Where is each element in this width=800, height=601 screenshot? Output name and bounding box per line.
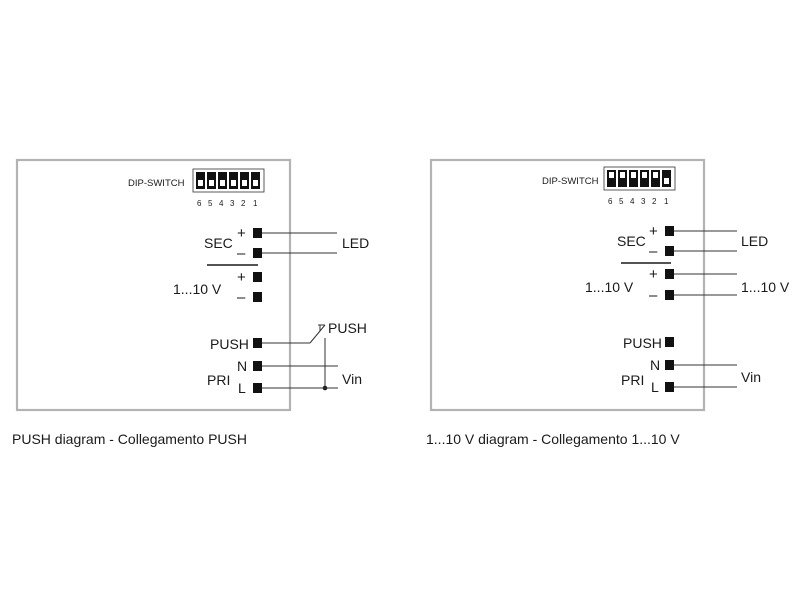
n-label: N <box>650 357 660 373</box>
terminal-sec-minus <box>253 248 262 258</box>
push-switch <box>262 324 328 391</box>
dip-number: 1 <box>664 197 669 206</box>
dimming-diagram: DIP-SWITCH 6 5 4 3 2 1 + SEC – <box>426 158 790 447</box>
terminal-l <box>253 383 262 393</box>
dip-number: 3 <box>641 197 646 206</box>
dip-switch <box>603 166 676 191</box>
pri-label: PRI <box>621 372 644 388</box>
dip-number: 2 <box>241 199 246 208</box>
dip-number: 4 <box>219 199 224 208</box>
dip-number: 6 <box>197 199 202 208</box>
caption: 1...10 V diagram - Collegamento 1...10 V <box>426 431 680 447</box>
sec-label: SEC <box>204 235 233 251</box>
driver-box <box>429 158 706 412</box>
n-label: N <box>237 358 247 374</box>
plus-sign: + <box>237 269 246 286</box>
led-label: LED <box>342 235 369 251</box>
dip-number: 5 <box>619 197 624 206</box>
dip-switch-label: DIP-SWITCH <box>128 178 185 189</box>
dip-number: 1 <box>253 199 258 208</box>
dip-number: 4 <box>630 197 635 206</box>
caption: PUSH diagram - Collegamento PUSH <box>12 431 247 447</box>
plus-sign: + <box>649 266 658 283</box>
terminal-sec-minus <box>665 246 674 256</box>
plus-sign: + <box>237 225 246 242</box>
plus-sign: + <box>649 223 658 240</box>
sec-label: SEC <box>617 233 646 249</box>
dip-switch <box>192 168 265 193</box>
push-switch-label: PUSH <box>328 320 367 336</box>
terminal-dim-minus <box>665 290 674 300</box>
terminal-sec-plus <box>253 228 262 238</box>
terminal-sec-plus <box>665 226 674 236</box>
minus-sign: – <box>649 243 658 260</box>
dip-number: 2 <box>652 197 657 206</box>
driver-box <box>15 158 292 412</box>
vin-label: Vin <box>741 369 761 385</box>
terminal-l <box>665 382 674 392</box>
terminal-dim-plus <box>665 269 674 279</box>
minus-sign: – <box>237 245 246 262</box>
push-diagram: DIP-SWITCH 6 5 4 3 2 1 + SEC – <box>12 158 369 447</box>
terminal-dim-minus <box>253 292 262 302</box>
minus-sign: – <box>237 289 246 306</box>
dip-number: 6 <box>608 197 613 206</box>
terminal-dim-plus <box>253 272 262 282</box>
dip-number: 5 <box>208 199 213 208</box>
push-label: PUSH <box>623 335 662 351</box>
terminal-push <box>665 337 674 347</box>
dim-external-label: 1...10 V <box>741 279 790 295</box>
terminal-n <box>665 360 674 370</box>
led-label: LED <box>741 233 768 249</box>
l-label: L <box>651 379 659 395</box>
push-label: PUSH <box>210 336 249 352</box>
minus-sign: – <box>649 287 658 304</box>
dim-label: 1...10 V <box>173 281 222 297</box>
dim-label: 1...10 V <box>585 279 634 295</box>
terminal-push <box>253 338 262 348</box>
vin-label: Vin <box>342 371 362 387</box>
l-label: L <box>238 380 246 396</box>
terminal-n <box>253 361 262 371</box>
dip-switch-label: DIP-SWITCH <box>542 176 599 187</box>
dip-number: 3 <box>230 199 235 208</box>
pri-label: PRI <box>207 372 230 388</box>
